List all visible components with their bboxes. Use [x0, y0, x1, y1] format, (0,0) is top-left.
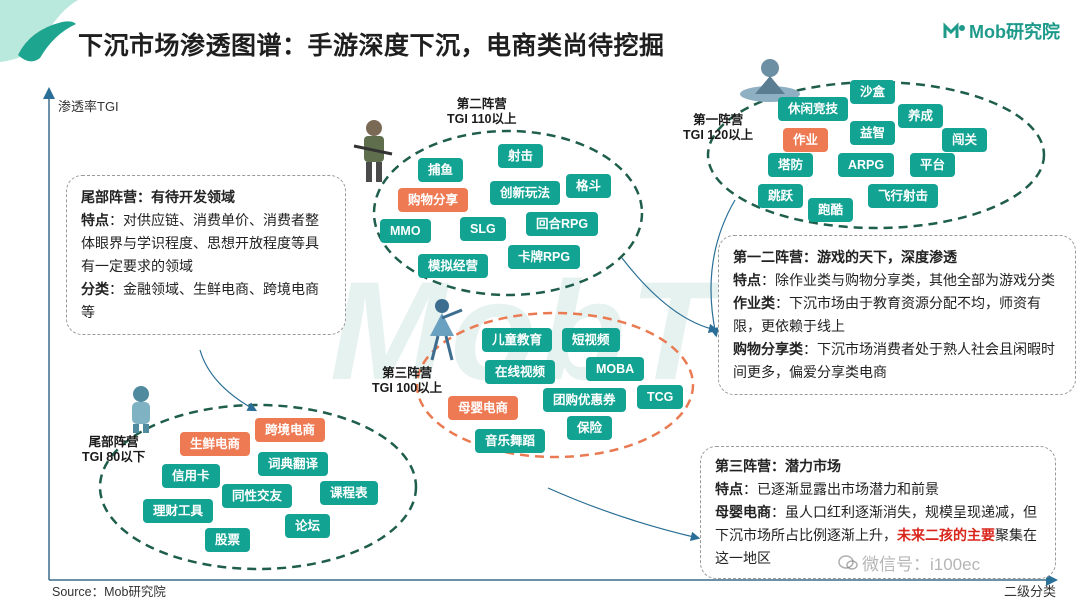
- tail-camp-name: 尾部阵营: [88, 435, 139, 449]
- category-pill-puzzle: 益智: [850, 121, 896, 145]
- first-second-box-homework-label: 作业类: [733, 295, 775, 311]
- child-avatar-icon: [132, 386, 150, 433]
- connector-first-to-box: [709, 199, 736, 338]
- first-second-box-heading: 第一二阵营：游戏的天下，深度渗透: [733, 249, 957, 265]
- category-pill-forum: 论坛: [285, 514, 331, 538]
- category-pill-shooting: 射击: [498, 144, 544, 168]
- tail-camp-box: 尾部阵营：有待开发领域 特点：对供应链、消费单价、消费者整体眼界与学识程度、思想…: [66, 175, 346, 335]
- tail-box-feature-text: ：对供应链、消费单价、消费者整体眼界与学识程度、思想开放程度等具有一定要求的领域: [81, 212, 319, 274]
- mob-logo-icon: [943, 22, 966, 38]
- first-camp-label: 第一阵营 TGI 120以上: [683, 113, 753, 143]
- category-pill-tcg: TCG: [637, 385, 684, 409]
- category-pill-parkour: 跑酷: [808, 198, 854, 222]
- category-pill-flight-shooting: 飞行射击: [868, 184, 939, 208]
- category-pill-level: 闯关: [942, 128, 988, 152]
- third-box-tail-text: 聚集在这一地区: [715, 527, 1037, 566]
- category-pill-insurance: 保险: [567, 416, 613, 440]
- first-second-camp-box: 第一二阵营：游戏的天下，深度渗透 特点：除作业类与购物分享类，其他全部为游戏分类…: [718, 235, 1076, 395]
- category-pill-credit-card: 信用卡: [162, 464, 220, 488]
- category-pill-raising: 养成: [898, 104, 944, 128]
- category-pill-jump: 跳跃: [758, 184, 804, 208]
- category-pill-maternal-ecommerce: 母婴电商: [448, 396, 519, 420]
- category-pill-shopping-sharing: 购物分享: [398, 188, 469, 212]
- first-second-box-feature-label: 特点: [733, 272, 761, 288]
- category-pill-online-video: 在线视频: [485, 360, 556, 384]
- brand-logo-text: Mob研究院: [969, 22, 1060, 42]
- connector-third-to-box: [547, 487, 701, 542]
- category-pill-dictionary: 词典翻译: [258, 452, 329, 476]
- category-pill-short-video: 短视频: [562, 328, 620, 352]
- category-pill-arpg: ARPG: [838, 153, 895, 177]
- first-second-box-homework-text: ：下沉市场由于教育资源分配不均，师资有限，更依赖于线上: [733, 295, 1041, 334]
- third-box-maternal-text: ：虽人口红利逐渐消失，规模呈现递减，但下沉市场所占比例逐渐上升，: [715, 504, 1037, 543]
- category-pill-fresh-ecommerce: 生鲜电商: [180, 432, 251, 456]
- third-camp-box: 第三阵营：潜力市场 特点：已逐渐显露出市场潜力和前景 母婴电商：虽人口红利逐渐消…: [700, 446, 1056, 579]
- category-pill-turn-rpg: 回合RPG: [526, 212, 599, 236]
- header-swoosh-decoration: [0, 0, 78, 62]
- category-pill-casual-competitive: 休闲竞技: [778, 97, 849, 121]
- page-title: 下沉市场渗透图谱：手游深度下沉，电商类尚待挖掘: [78, 32, 665, 60]
- category-pill-course-schedule: 课程表: [320, 481, 378, 505]
- connector-tailbox-to-ellipse: [199, 349, 258, 412]
- category-pill-group-buying: 团购优惠券: [543, 388, 626, 412]
- second-camp-label: 第二阵营 TGI 110以上: [447, 97, 516, 127]
- category-pill-same-sex-dating: 同性交友: [222, 484, 293, 508]
- soldier-avatar-icon: [353, 120, 393, 182]
- category-pill-fishing: 捕鱼: [418, 158, 464, 182]
- source-note: Source：Mob研究院: [52, 585, 166, 599]
- third-box-highlight-text: 未来二孩的主要: [897, 527, 995, 543]
- category-pill-music-dance: 音乐舞蹈: [475, 429, 546, 453]
- tail-camp-label: 尾部阵营 TGI 80以下: [82, 435, 145, 465]
- third-camp-tgi: TGI 100以上: [372, 381, 443, 395]
- second-camp-name: 第二阵营: [456, 97, 507, 111]
- third-box-maternal-label: 母婴电商: [715, 504, 771, 520]
- category-pill-fighting: 格斗: [566, 174, 612, 198]
- third-camp-ellipse: [415, 311, 695, 459]
- category-pill-child-education: 儿童教育: [482, 328, 553, 352]
- y-axis-label: 渗透率TGI: [58, 99, 119, 114]
- category-pill-slg: SLG: [460, 217, 506, 241]
- second-camp-tgi: TGI 110以上: [447, 112, 517, 126]
- first-second-box-shopping-text: ：下沉市场消费者处于熟人社会且闲暇时间更多，偏爱分享类电商: [733, 341, 1055, 380]
- third-box-feature-label: 特点: [715, 481, 743, 497]
- category-pill-crossborder-ecommerce: 跨境电商: [255, 418, 326, 442]
- category-pill-card-rpg: 卡牌RPG: [508, 245, 581, 269]
- wechat-watermark-text: 微信号：i100ec: [862, 555, 981, 574]
- category-pill-homework: 作业: [783, 128, 829, 152]
- category-pill-tower-defense: 塔防: [768, 153, 814, 177]
- third-box-heading: 第三阵营：潜力市场: [715, 458, 841, 474]
- category-pill-moba: MOBA: [586, 357, 645, 381]
- x-axis-label: 二级分类: [1003, 584, 1056, 599]
- category-pill-finance-tools: 理财工具: [143, 499, 214, 523]
- category-pill-simulation: 模拟经营: [418, 254, 489, 278]
- connector-second-to-box: [621, 257, 719, 334]
- category-pill-sandbox: 沙盒: [850, 80, 896, 104]
- wechat-watermark: 微信号：i100ec: [838, 550, 980, 575]
- wechat-icon: [838, 554, 858, 570]
- tail-box-heading: 尾部阵营：有待开发领域: [81, 189, 235, 205]
- tail-box-feature-label: 特点: [81, 212, 109, 228]
- third-camp-name: 第三阵营: [382, 366, 433, 380]
- second-camp-ellipse: [372, 129, 644, 297]
- third-camp-label: 第三阵营 TGI 100以上: [372, 366, 442, 396]
- first-second-box-feature-text: ：除作业类与购物分享类，其他全部为游戏分类: [761, 272, 1055, 288]
- category-pill-stocks: 股票: [205, 528, 251, 552]
- first-camp-tgi: TGI 120以上: [683, 128, 754, 142]
- brand-logo: Mob研究院: [943, 18, 1060, 44]
- category-pill-platform: 平台: [910, 153, 956, 177]
- first-second-box-shopping-label: 购物分享类: [733, 341, 803, 357]
- tail-box-category-label: 分类: [81, 281, 109, 297]
- tail-box-category-text: ：金融领域、生鲜电商、跨境电商等: [81, 281, 319, 320]
- third-box-feature-text: ：已逐渐显露出市场潜力和前景: [743, 481, 939, 497]
- tail-camp-tgi: TGI 80以下: [82, 450, 146, 464]
- category-pill-innovative-play: 创新玩法: [490, 181, 561, 205]
- category-pill-mmo: MMO: [380, 219, 431, 243]
- first-camp-name: 第一阵营: [693, 113, 744, 127]
- dancer-avatar-icon: [430, 299, 463, 361]
- tail-camp-ellipse: [98, 403, 418, 571]
